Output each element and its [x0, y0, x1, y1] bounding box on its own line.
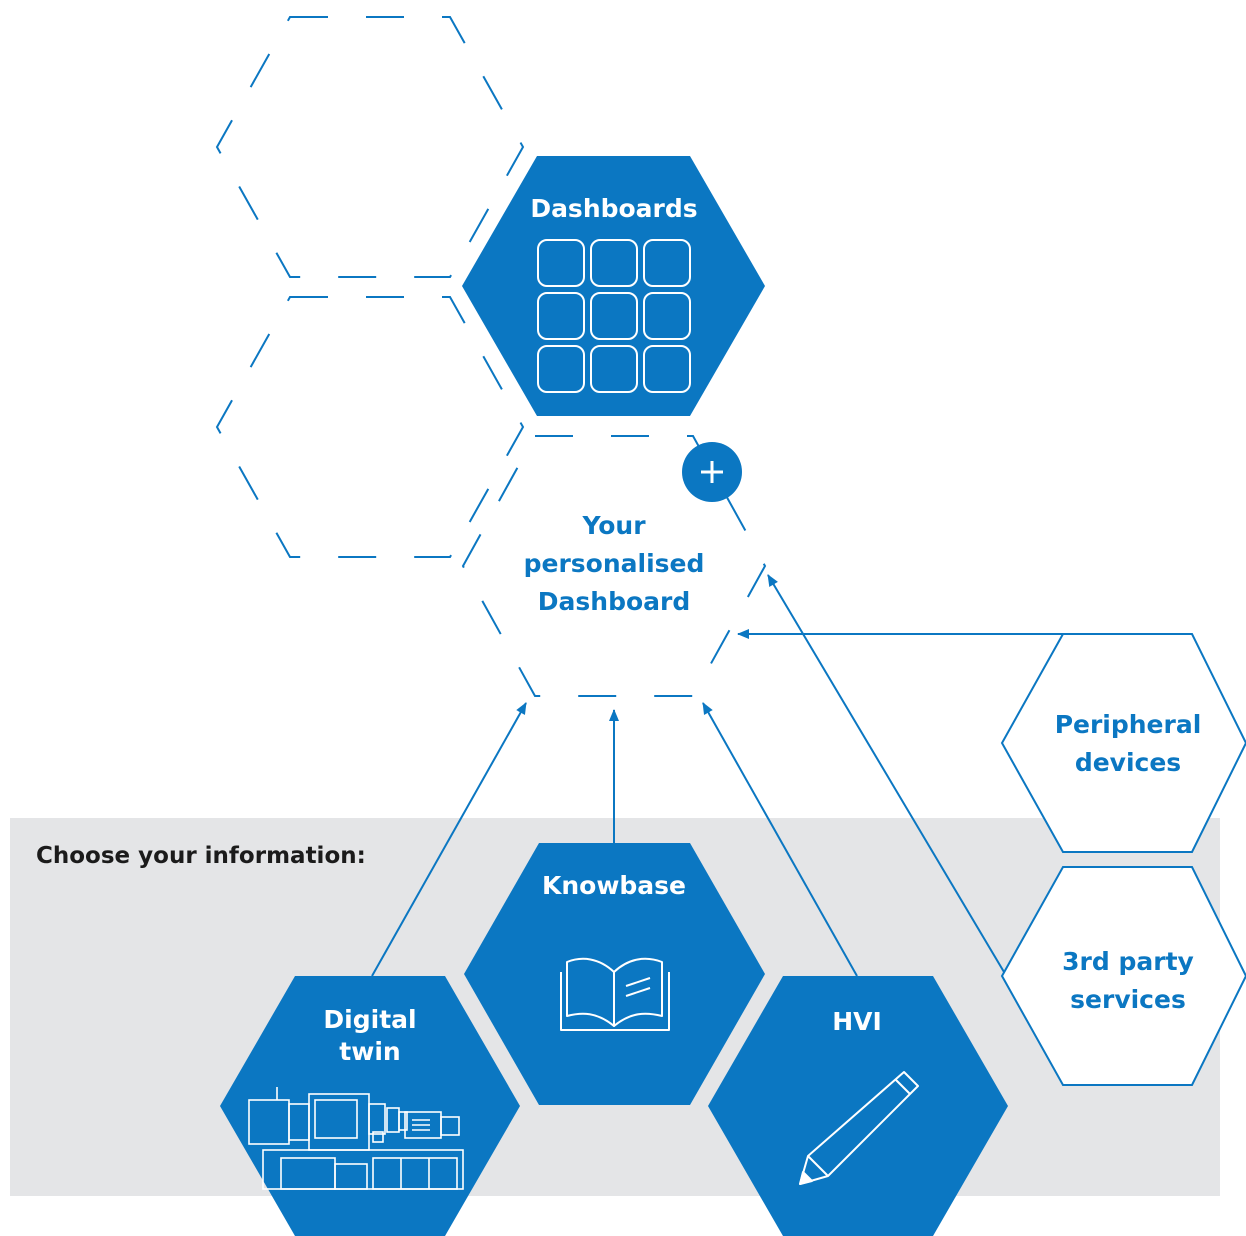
plus-icon	[701, 461, 723, 483]
placeholder-hexagon-middle	[215, 296, 525, 558]
grid-icon	[537, 239, 691, 393]
third-party-label-line-2: services	[1070, 985, 1186, 1014]
peripheral-label-line-2: devices	[1075, 748, 1181, 777]
center-label-line-2: personalised	[524, 549, 705, 578]
placeholder-hexagon-top	[215, 16, 525, 278]
knowbase-label: Knowbase	[542, 871, 686, 900]
panel-heading: Choose your information:	[36, 843, 366, 869]
arrow-digital-twin	[371, 702, 527, 977]
dashboards-label: Dashboards	[530, 194, 697, 223]
third-party-services-tile[interactable]: 3rd party services	[1000, 866, 1246, 1086]
machine-icon	[248, 1087, 464, 1190]
dashboards-tile[interactable]: Dashboards	[462, 156, 765, 416]
hvi-tile[interactable]: HVI	[708, 976, 1008, 1236]
pencil-icon	[799, 1071, 919, 1185]
center-label-line-1: Your	[581, 511, 646, 540]
digital-twin-tile[interactable]: Digital twin	[220, 976, 520, 1236]
center-label-line-3: Dashboard	[538, 587, 690, 616]
third-party-label-line-1: 3rd party	[1062, 947, 1194, 976]
arrow-hvi	[702, 702, 858, 977]
digital-twin-label-line-2: twin	[339, 1037, 400, 1066]
personalised-dashboard-hexagon	[461, 435, 767, 697]
knowbase-tile[interactable]: Knowbase	[464, 843, 765, 1105]
book-icon	[560, 957, 670, 1031]
peripheral-label-line-1: Peripheral	[1055, 710, 1202, 739]
peripheral-devices-tile[interactable]: Peripheral devices	[1000, 633, 1246, 853]
arrow-third-party	[767, 574, 1005, 973]
digital-twin-label-line-1: Digital	[323, 1005, 416, 1034]
add-button[interactable]	[682, 442, 742, 502]
hvi-label: HVI	[832, 1007, 882, 1036]
